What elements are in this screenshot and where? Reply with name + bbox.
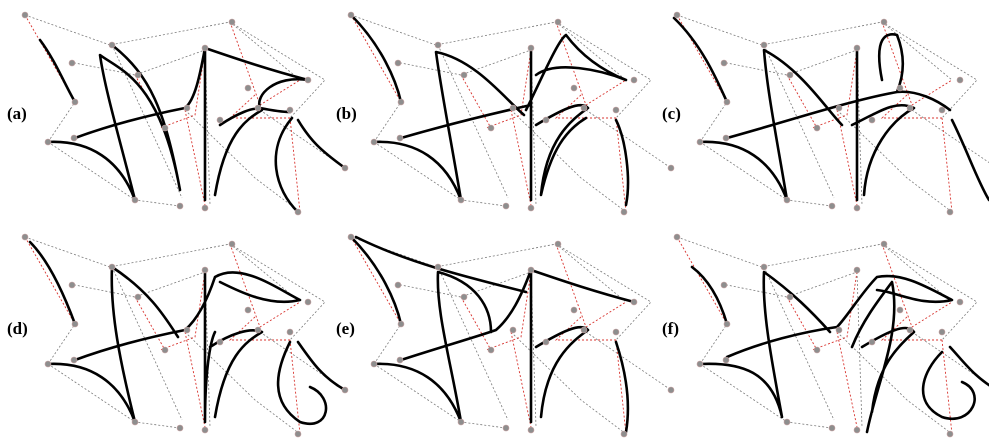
panel-c: (c) [662, 11, 989, 216]
glyph-curve [349, 235, 636, 434]
glyph-curve [28, 240, 347, 426]
panel-b: (b) [336, 11, 675, 216]
panel-label-a: (a) [7, 104, 27, 123]
glyph-curve [672, 16, 989, 202]
control-points [347, 233, 675, 438]
control-points [21, 11, 349, 216]
control-points [673, 233, 989, 438]
control-points [21, 233, 349, 438]
glyph-curve [349, 13, 630, 207]
panel-label-f: (f) [662, 319, 679, 338]
panel-label-e: (e) [336, 319, 355, 338]
guide-lines-gray [676, 236, 989, 435]
glyph-curve [38, 38, 347, 214]
glyph-curve [690, 265, 989, 434]
guide-lines-red [350, 236, 627, 435]
panel-e: (e) [336, 233, 675, 438]
panel-a: (a) [7, 11, 349, 216]
panel-label-c: (c) [662, 104, 681, 123]
panel-label-b: (b) [336, 104, 357, 123]
panel-d: (d) [7, 233, 349, 438]
panel-label-d: (d) [7, 319, 28, 338]
control-points [347, 11, 675, 216]
guide-lines-red [350, 14, 627, 213]
panel-f: (f) [662, 233, 989, 438]
